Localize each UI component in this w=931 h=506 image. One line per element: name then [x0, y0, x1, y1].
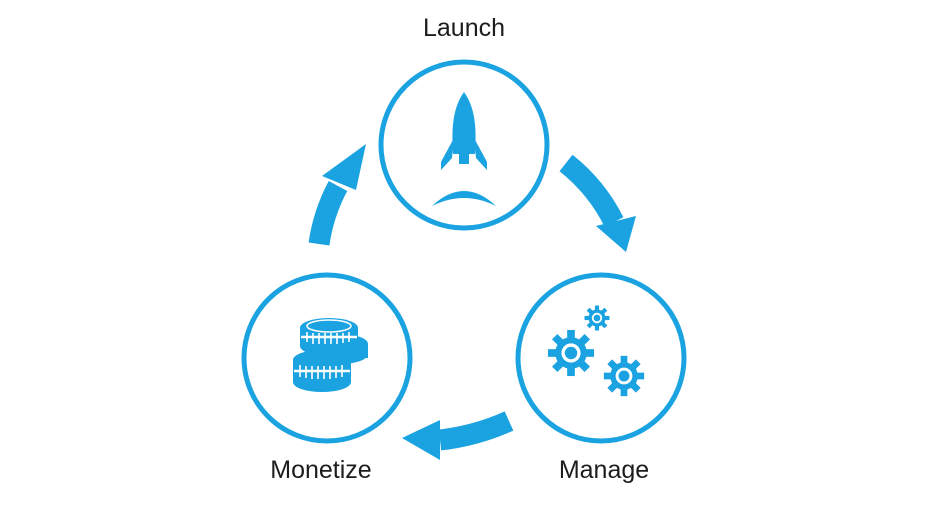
arrow-monetize-to-launch: [308, 144, 366, 246]
arrow-manage-to-monetize: [402, 411, 514, 460]
stage-label-launch: Launch: [422, 14, 506, 42]
coins-icon: [293, 318, 368, 392]
rocket-icon: [432, 92, 496, 206]
stage-label-manage: Manage: [558, 456, 650, 484]
coin-stack-top: [300, 318, 358, 356]
stage-label-monetize: Monetize: [270, 456, 372, 484]
coin-stack-front: [293, 350, 351, 392]
arrow-launch-to-manage: [559, 154, 636, 252]
stage-launch: [378, 59, 550, 231]
stage-manage: [515, 272, 687, 444]
stage-monetize: [241, 272, 413, 444]
